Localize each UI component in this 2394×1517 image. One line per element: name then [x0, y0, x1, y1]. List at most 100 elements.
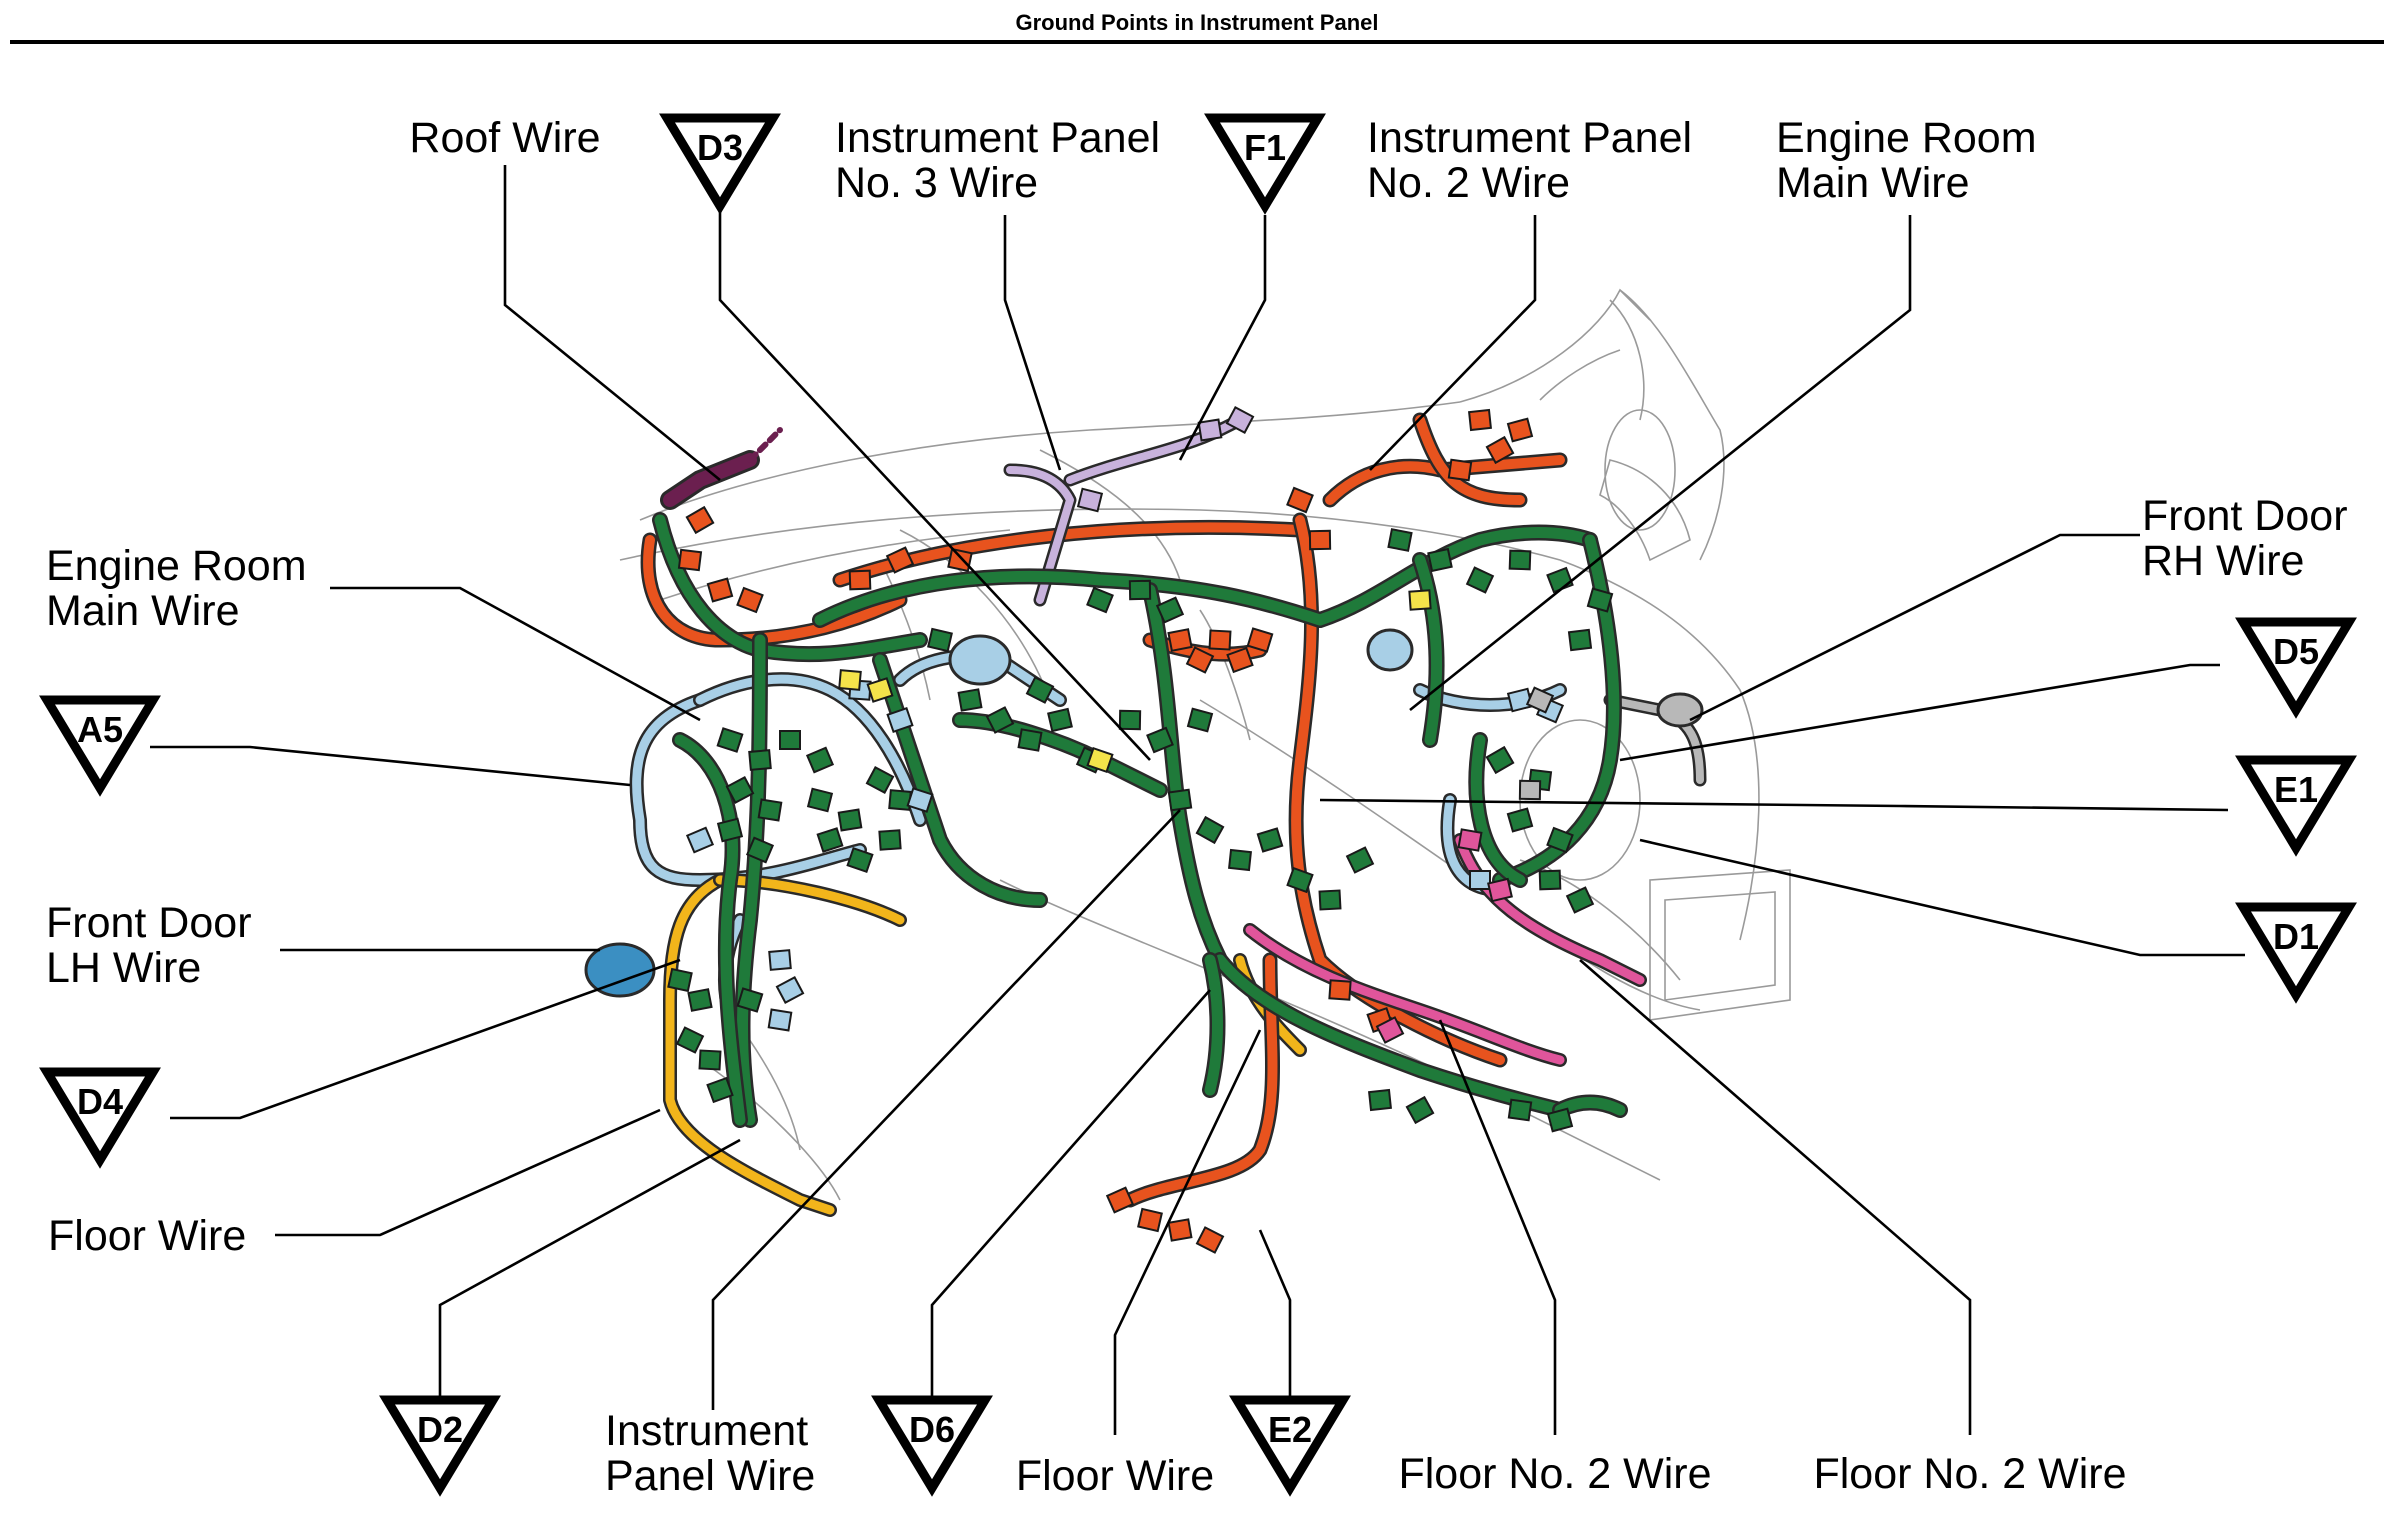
connector [745, 836, 775, 864]
connector [1286, 866, 1314, 894]
connector [748, 749, 772, 771]
label-ip-wire-line2: Panel Wire [605, 1452, 815, 1500]
connector [1086, 586, 1114, 614]
connector [1246, 627, 1274, 653]
leader-lines [150, 165, 2245, 1435]
ground-fittings [584, 628, 1704, 998]
connector [675, 1026, 705, 1054]
connector [1387, 528, 1413, 552]
connector [806, 787, 834, 813]
connector [1185, 646, 1215, 674]
connector [698, 1049, 722, 1071]
leader-d2 [438, 1138, 741, 1400]
connector [1318, 889, 1342, 911]
leader-e2 [1258, 1229, 1292, 1400]
connector [1105, 1186, 1135, 1214]
connector-set [667, 406, 1614, 1254]
connector [906, 787, 934, 813]
connector [1508, 549, 1532, 571]
connector [1256, 827, 1284, 853]
leader-erm-right [1409, 215, 1912, 712]
connector [1465, 566, 1495, 594]
connector [1375, 1016, 1405, 1044]
connector [1186, 707, 1214, 733]
ground-point-d6: D6 [871, 1395, 993, 1497]
ground-code-e2: E2 [1268, 1409, 1312, 1450]
connector [1195, 1226, 1225, 1254]
connector [838, 669, 862, 691]
connector [805, 746, 835, 774]
connector [768, 949, 792, 971]
connector [1208, 629, 1232, 651]
ground-point-d5: D5 [2235, 617, 2357, 719]
ground-point-a5: A5 [39, 695, 161, 797]
ground-code-d4: D4 [77, 1081, 123, 1122]
ground-point-d4: D4 [39, 1067, 161, 1169]
connector [1137, 1207, 1163, 1233]
label-roof-wire: Roof Wire [409, 114, 600, 162]
leader-floor-wire-bottom [1113, 1029, 1262, 1435]
connector [1195, 815, 1225, 845]
label-fd-lh-line1: Front Door [46, 899, 252, 947]
connector [1167, 628, 1193, 652]
connector [1197, 418, 1223, 442]
connector [866, 677, 894, 703]
label-ip2-line1: Instrument Panel [1367, 114, 1692, 162]
connector [1086, 746, 1114, 774]
leader-d6 [930, 989, 1211, 1400]
ground-point-e2: E2 [1229, 1395, 1351, 1497]
connector [888, 789, 912, 811]
connector [779, 730, 801, 750]
ground-point-e1: E1 [2235, 755, 2357, 857]
connector [1567, 628, 1593, 652]
ground-point-f1: F1 [1204, 113, 1326, 215]
leader-d5 [1619, 663, 2220, 762]
ground-code-d3: D3 [697, 127, 743, 168]
connector [736, 586, 764, 614]
ground-point-markers: D3 F1 A5 D5 E1 D1 D4 D2 [39, 113, 2357, 1497]
connector [1485, 745, 1515, 775]
label-floor2-a: Floor No. 2 Wire [1398, 1450, 1711, 1498]
leader-ip3 [1003, 215, 1062, 471]
connector [1586, 587, 1614, 613]
ground-code-a5: A5 [77, 709, 123, 750]
connector [1485, 435, 1515, 465]
title-rule [10, 40, 2384, 44]
ground-code-d2: D2 [417, 1409, 463, 1450]
connector [1546, 1107, 1574, 1133]
connector [1538, 869, 1562, 891]
connector [1167, 788, 1193, 812]
connector [1118, 709, 1142, 731]
connector [878, 829, 902, 851]
connector [677, 548, 703, 572]
ground-point-d2: D2 [379, 1395, 501, 1497]
label-fd-rh-line1: Front Door [2142, 492, 2348, 540]
connector [775, 976, 805, 1004]
connector [837, 808, 863, 832]
connector [1308, 529, 1332, 551]
connector [1225, 406, 1255, 434]
leader-erm-left [330, 586, 701, 722]
connector [1469, 870, 1491, 890]
leader-d1 [1639, 838, 2245, 957]
light-blue-harness [629, 649, 1567, 1047]
connector [736, 987, 764, 1013]
label-floor2-b: Floor No. 2 Wire [1813, 1450, 2126, 1498]
connector [1457, 828, 1483, 852]
connector [865, 766, 895, 794]
leader-ip-wire [711, 809, 1181, 1410]
connector [1226, 646, 1254, 674]
connector [1167, 1218, 1193, 1242]
harness-bundle [584, 406, 1707, 1254]
ground-point-d3: D3 [659, 113, 781, 215]
connector [716, 727, 744, 753]
leader-roof-wire [503, 165, 721, 482]
wire-labels: Roof Wire Instrument Panel No. 3 Wire In… [46, 114, 2348, 1500]
connector [957, 688, 983, 712]
leader-f1 [1178, 215, 1267, 461]
leader-d4 [170, 958, 681, 1120]
leader-floor2-a [1438, 1019, 1557, 1435]
connector [885, 546, 915, 574]
connector [725, 776, 755, 804]
